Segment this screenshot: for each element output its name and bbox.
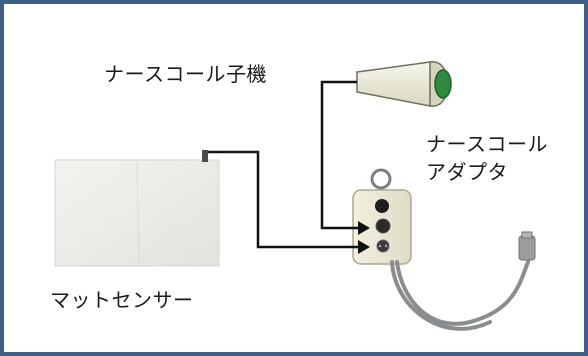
mat-wire [208,150,360,249]
nurse-call-handset [356,61,452,107]
nurse-call-adapter [352,168,412,265]
mat-wire-arrow [358,240,370,254]
handset-label: ナースコール子機 [104,62,267,86]
adapter-cable [390,260,530,331]
adapter-jack-upper [375,218,391,234]
cable-connector [518,231,536,261]
mat-connector [202,150,208,162]
hanging-ring [370,168,392,190]
adapter-jack-lower [376,239,390,253]
handset-wire-arrow [358,221,370,235]
handset-wire [320,80,360,230]
adapter-label-line1: ナースコール [426,132,548,156]
adapter-knob [375,199,389,213]
mat-sensor [54,150,220,267]
adapter-label-line2: アダプタ [426,160,508,184]
mat-sensor-label: マットセンサー [50,288,194,312]
handset-button [434,69,452,99]
